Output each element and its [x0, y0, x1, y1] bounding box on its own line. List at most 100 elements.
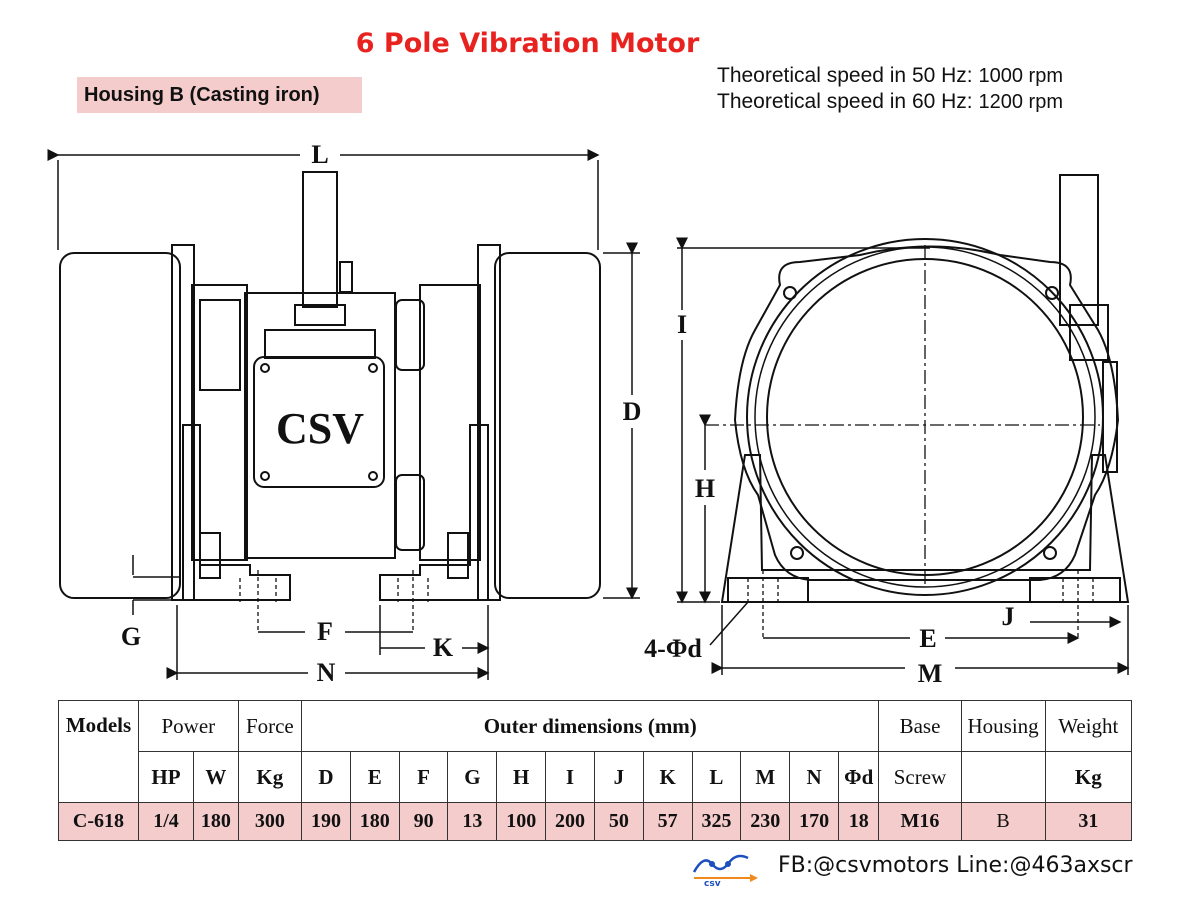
speed-60hz: Theoretical speed in 60 Hz: 1200 rpm: [717, 90, 1063, 114]
front-dimension-lines: [676, 237, 1130, 675]
table-row: C-618 1/4 180 300 190 180 90 13 100 200 …: [58, 802, 1133, 841]
center-lines: [705, 245, 1100, 585]
col-models: Models: [58, 700, 139, 803]
col-screw: Screw: [878, 751, 962, 803]
dim-label-N: N: [317, 658, 336, 687]
col-outer-dimensions: Outer dimensions (mm): [301, 700, 880, 752]
cell-housing: B: [960, 802, 1046, 841]
outer-ring: [746, 238, 1104, 596]
dim-label-H: H: [695, 474, 715, 503]
housing-label: Housing B (Casting iron): [77, 77, 362, 113]
front-cable-gland: [1059, 174, 1099, 326]
col-kg: Kg: [237, 751, 303, 803]
col-dim: N: [789, 751, 839, 803]
csv-logo-icon: csv: [692, 854, 758, 889]
side-view: [59, 171, 601, 632]
terminal-screw-1: [260, 363, 270, 373]
col-housing: Housing: [960, 700, 1046, 752]
terminal-screw-2: [368, 363, 378, 373]
col-dim: G: [447, 751, 498, 803]
col-power: Power: [137, 700, 239, 752]
cell-hp: 1/4: [137, 802, 195, 841]
speed-60hz-value: 1200 rpm: [978, 91, 1063, 113]
dim-label-D: D: [623, 397, 642, 426]
cell-dim: 180: [349, 802, 400, 841]
col-base: Base: [878, 700, 962, 752]
dim-label-I: I: [677, 310, 687, 339]
cable-gland: [302, 171, 338, 308]
left-boss: [199, 299, 241, 391]
col-dim: Φd: [837, 751, 880, 803]
cell-dim: 170: [789, 802, 839, 841]
cell-dim: 90: [398, 802, 449, 841]
cell-model: C-618: [58, 802, 139, 841]
technical-drawing: CSV L D G F K N: [47, 140, 1130, 688]
front-gland-nut: [1069, 304, 1109, 361]
dim-label-L: L: [311, 140, 328, 169]
terminal-screw-3: [260, 471, 270, 481]
col-housing-blank: [960, 751, 1046, 803]
logo-text: csv: [704, 879, 721, 889]
terminal-box-side: [1102, 361, 1118, 473]
terminal-screw-4: [368, 471, 378, 481]
brand-mark: CSV: [276, 404, 364, 453]
bolt-hole-4: [1043, 546, 1057, 560]
gland-nut: [294, 304, 346, 326]
col-dim: E: [349, 751, 400, 803]
contact-info: FB:@csvmotors Line:@463axscr: [778, 853, 1133, 878]
bolt-hole-1: [783, 286, 797, 300]
cell-dim: 230: [740, 802, 791, 841]
foot-pad-right: [1029, 577, 1121, 603]
spec-table: Models Power Force Outer dimensions (mm)…: [58, 700, 1133, 841]
cell-dim: 13: [447, 802, 498, 841]
cell-kg: 300: [237, 802, 303, 841]
col-dim: M: [740, 751, 791, 803]
speed-50hz-value: 1000 rpm: [978, 65, 1063, 87]
cell-dim: 18: [837, 802, 880, 841]
cell-dim: 50: [593, 802, 644, 841]
dim-label-G: G: [121, 622, 141, 651]
dim-label-F: F: [317, 617, 333, 646]
side-dimension-lines: [47, 149, 640, 680]
col-dim: H: [496, 751, 547, 803]
cell-w: 180: [193, 802, 239, 841]
table-header-row-2: HP W Kg D E F G H I J K L M N Φd Screw K…: [59, 751, 1133, 803]
left-foot-bolt: [199, 532, 221, 579]
col-dim: J: [593, 751, 644, 803]
speed-60hz-label: Theoretical speed in 60 Hz:: [717, 90, 973, 113]
cell-weight: 31: [1044, 802, 1133, 841]
right-foot: [379, 424, 489, 601]
base: [720, 454, 1130, 603]
col-dim: D: [301, 751, 351, 803]
page-title: 6 Pole Vibration Motor: [355, 28, 700, 59]
motor-body: [244, 292, 396, 559]
dim-label-J: J: [1002, 602, 1015, 631]
table-header-row-1: Models Power Force Outer dimensions (mm)…: [58, 700, 1133, 803]
right-foot-bolt: [447, 532, 469, 579]
gland-plug: [339, 261, 353, 293]
bolt-hole-2: [1045, 286, 1059, 300]
left-foot: [182, 424, 291, 601]
terminal-box: [253, 356, 385, 488]
right-bearing-housing: [419, 284, 481, 561]
foot-pad-left: [727, 577, 809, 603]
dim-label-E: E: [919, 624, 936, 653]
col-force: Force: [237, 700, 303, 752]
col-dim: F: [398, 751, 449, 803]
col-weight: Weight: [1044, 700, 1133, 752]
cell-dim: 325: [691, 802, 742, 841]
speed-50hz: Theoretical speed in 50 Hz: 1000 rpm: [717, 64, 1063, 88]
left-end-cap: [59, 252, 181, 599]
cell-dim: 190: [301, 802, 351, 841]
speed-50hz-label: Theoretical speed in 50 Hz:: [717, 64, 973, 87]
col-weight-kg: Kg: [1044, 751, 1133, 803]
col-dim: L: [691, 751, 742, 803]
cell-screw: M16: [878, 802, 962, 841]
col-hp: HP: [137, 751, 195, 803]
col-dim: I: [545, 751, 595, 803]
col-dim: K: [642, 751, 693, 803]
col-w: W: [193, 751, 239, 803]
dim-label-M: M: [918, 659, 943, 688]
housing-label-text: Housing B (Casting iron): [84, 83, 320, 106]
base-holes: [747, 570, 1094, 640]
